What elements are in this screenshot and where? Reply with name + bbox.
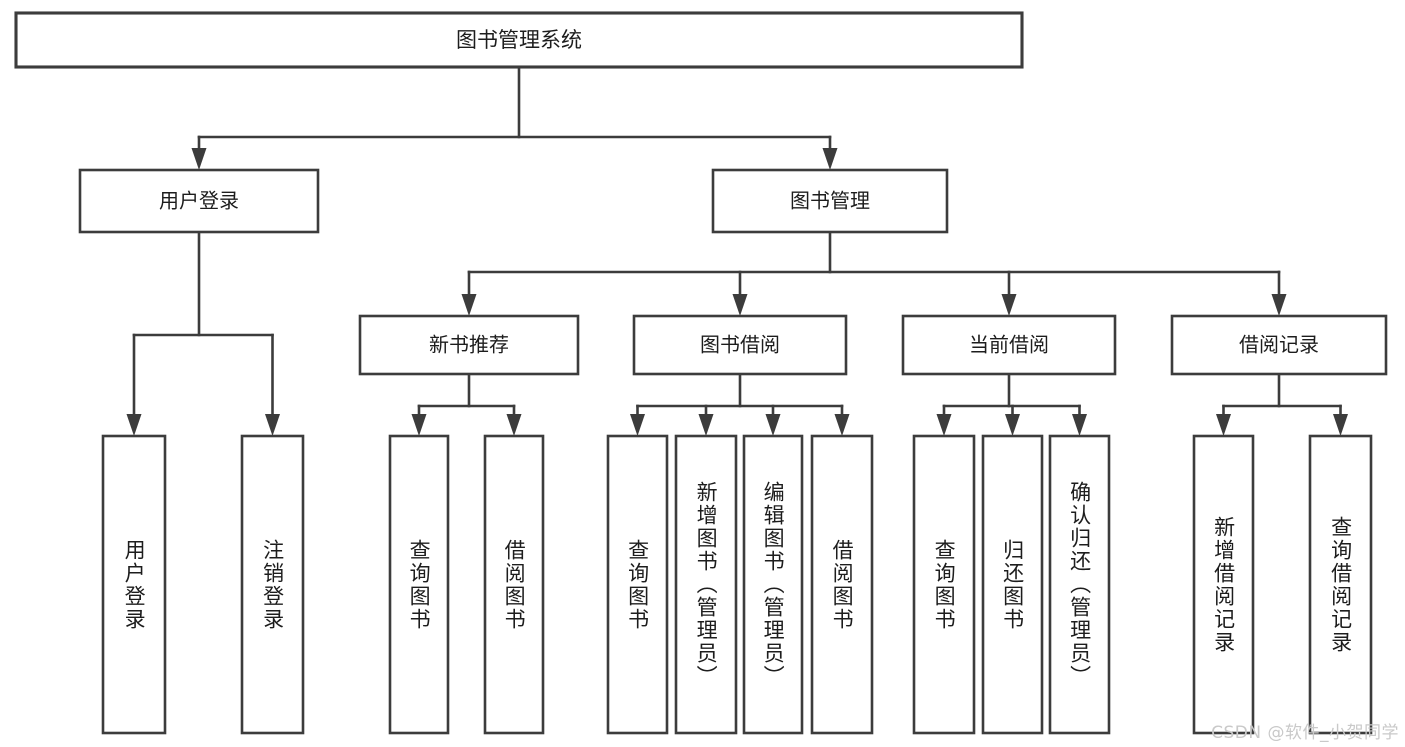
node-label-current-borrow: 当前借阅 — [969, 333, 1049, 357]
arrow-head-book-manage — [822, 148, 838, 170]
node-box-leaf-borrow-book-1 — [483, 434, 545, 735]
node-label-book-borrow: 图书借阅 — [700, 333, 780, 357]
node-root[interactable]: 图书管理系统 — [14, 11, 1024, 69]
node-box-leaf-query-book-3 — [912, 434, 976, 735]
node-leaf-borrow-book-2[interactable] — [810, 434, 874, 735]
arrow-head-leaf-add-record — [1216, 414, 1231, 436]
arrow-head-leaf-edit-book — [765, 414, 781, 436]
node-label-borrow-record: 借阅记录 — [1239, 333, 1319, 357]
node-leaf-user-login[interactable] — [101, 434, 167, 735]
node-box-root — [14, 11, 1024, 69]
node-box-leaf-confirm-return — [1048, 434, 1111, 735]
arrow-head-leaf-borrow-book-2 — [834, 414, 850, 436]
arrow-head-leaf-query-book-2 — [630, 414, 645, 436]
node-leaf-return-book[interactable] — [981, 434, 1044, 735]
arrow-head-leaf-add-book — [698, 414, 714, 436]
node-label-root: 图书管理系统 — [456, 28, 582, 52]
node-box-leaf-user-logout — [240, 434, 305, 735]
node-leaf-confirm-return[interactable] — [1048, 434, 1111, 735]
arrow-head-leaf-user-login — [126, 414, 142, 436]
node-box-leaf-query-record — [1308, 434, 1373, 735]
node-leaf-query-book-2[interactable] — [606, 434, 669, 735]
arrow-head-leaf-query-book-1 — [411, 414, 427, 436]
node-new-book-recommend[interactable]: 新书推荐 — [358, 314, 580, 376]
arrow-head-leaf-borrow-book-1 — [506, 414, 522, 436]
node-box-leaf-borrow-book-2 — [810, 434, 874, 735]
node-box-leaf-user-login — [101, 434, 167, 735]
node-box-book-borrow — [632, 314, 848, 376]
node-leaf-user-logout[interactable] — [240, 434, 305, 735]
node-label-new-book-recommend: 新书推荐 — [429, 333, 509, 357]
arrow-head-new-book-recommend — [461, 294, 477, 316]
arrow-head-leaf-user-logout — [265, 414, 280, 436]
node-leaf-add-book[interactable] — [674, 434, 738, 735]
arrow-head-leaf-confirm-return — [1072, 414, 1087, 436]
node-box-book-manage — [711, 168, 949, 234]
edges-layer — [126, 65, 1348, 436]
node-box-leaf-add-record — [1192, 434, 1255, 735]
node-leaf-borrow-book-1[interactable] — [483, 434, 545, 735]
node-box-new-book-recommend — [358, 314, 580, 376]
node-box-leaf-query-book-1 — [388, 434, 450, 735]
arrow-head-current-borrow — [1001, 294, 1017, 316]
node-borrow-record[interactable]: 借阅记录 — [1170, 314, 1388, 376]
node-box-user-login — [78, 168, 320, 234]
node-book-manage[interactable]: 图书管理 — [711, 168, 949, 234]
watermark-credit: CSDN @软件_小贺同学 — [1211, 723, 1399, 743]
node-leaf-edit-book[interactable] — [742, 434, 804, 735]
node-leaf-query-book-3[interactable] — [912, 434, 976, 735]
node-label-user-login: 用户登录 — [159, 189, 239, 213]
node-current-borrow[interactable]: 当前借阅 — [901, 314, 1117, 376]
node-user-login[interactable]: 用户登录 — [78, 168, 320, 234]
arrow-head-user-login — [191, 148, 207, 170]
arrow-head-leaf-query-book-3 — [936, 414, 952, 436]
node-leaf-add-record[interactable] — [1192, 434, 1255, 735]
node-box-current-borrow — [901, 314, 1117, 376]
arrow-head-leaf-return-book — [1005, 414, 1020, 436]
arrow-head-leaf-query-record — [1333, 414, 1348, 436]
node-box-borrow-record — [1170, 314, 1388, 376]
arrow-head-borrow-record — [1271, 294, 1287, 316]
node-box-leaf-edit-book — [742, 434, 804, 735]
node-leaf-query-record[interactable] — [1308, 434, 1373, 735]
node-label-book-manage: 图书管理 — [790, 189, 870, 213]
node-leaf-query-book-1[interactable] — [388, 434, 450, 735]
node-book-borrow[interactable]: 图书借阅 — [632, 314, 848, 376]
node-box-leaf-add-book — [674, 434, 738, 735]
node-box-leaf-return-book — [981, 434, 1044, 735]
arrow-head-book-borrow — [732, 294, 748, 316]
node-box-leaf-query-book-2 — [606, 434, 669, 735]
